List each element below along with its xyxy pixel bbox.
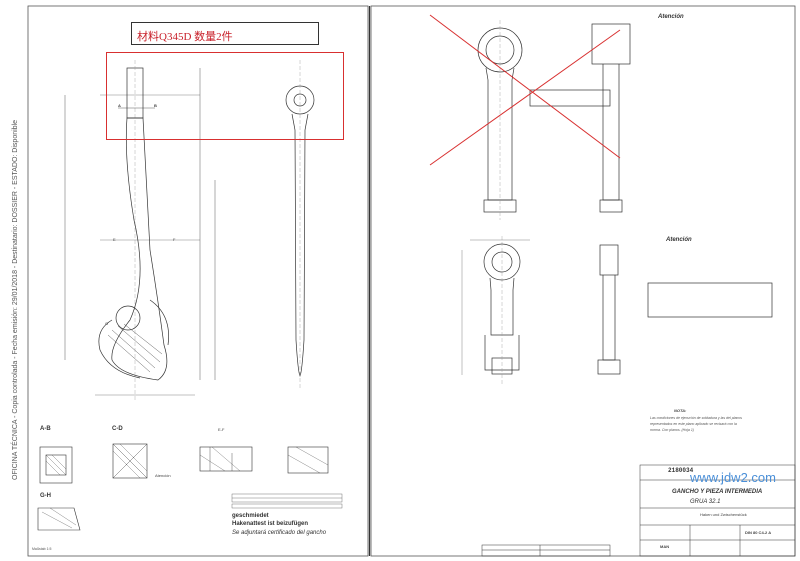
section-cd xyxy=(112,443,148,479)
blank-stamp-box xyxy=(647,282,773,318)
left-notes-table xyxy=(231,493,343,509)
note-hakenattest: Hakenattest ist beizufügen xyxy=(232,521,309,527)
red-highlight-box xyxy=(106,52,344,140)
crossed-intermediate-piece xyxy=(477,20,631,220)
nota-text-3: norma. Con planos. (Hoja 1) xyxy=(650,428,694,432)
hook-side-view xyxy=(285,60,315,390)
part-name-de: Haken und Zwischenstück xyxy=(700,512,747,517)
red-cross-out xyxy=(429,14,621,166)
nota-text-1: Las condiciones de ejecución de soldadur… xyxy=(650,416,743,420)
left-scale: Maßstab 1:5 xyxy=(32,547,52,551)
drawing-title: GANCHO Y PIEZA INTERMEDIA xyxy=(672,489,763,495)
drawing-number: 2180034 xyxy=(668,467,694,474)
marker-e: E xyxy=(113,237,116,242)
material-note-box xyxy=(131,22,319,45)
marker-f: F xyxy=(173,237,176,242)
section-ab-label: A-B xyxy=(40,426,51,432)
atencion-top: Atención xyxy=(658,14,684,20)
section-ab xyxy=(39,446,73,484)
atencion-left: Atención xyxy=(155,473,171,478)
title-block xyxy=(481,464,796,557)
note-certificado: Se adjuntará certificado del gancho xyxy=(232,530,327,536)
intermediate-piece xyxy=(461,236,621,384)
note-geschmiedet: geschmiedet xyxy=(232,513,269,519)
nota-label: NOTA: xyxy=(674,408,687,413)
marker-b: B xyxy=(154,103,157,108)
reference-number: DIN 80 C4-2 A xyxy=(745,530,772,535)
left-sheet-border xyxy=(27,5,369,557)
section-ef xyxy=(199,446,253,472)
section-ef-label: E-F xyxy=(218,427,225,432)
watermark: www.jdw2.com xyxy=(690,470,776,485)
nota-text-2: representados en este plano aplicado se … xyxy=(650,422,737,426)
company-name: MAN xyxy=(660,544,670,549)
material-note: 材料Q345D 数量2件 xyxy=(137,31,233,43)
marker-a: A xyxy=(118,103,121,108)
side-control-stamp: OFICINA TÉCNICA - Copia controlada - Fec… xyxy=(12,120,19,480)
section-gh xyxy=(37,507,81,531)
marker-g: G xyxy=(105,321,109,326)
hook-main-view xyxy=(64,60,216,400)
atencion-mid: Atención xyxy=(666,237,692,243)
drawing-subtitle: GRUA 32.1 xyxy=(690,499,721,505)
section-cd-label: C-D xyxy=(112,426,123,432)
section-fg xyxy=(287,446,329,474)
section-gh-label: G-H xyxy=(40,493,51,499)
